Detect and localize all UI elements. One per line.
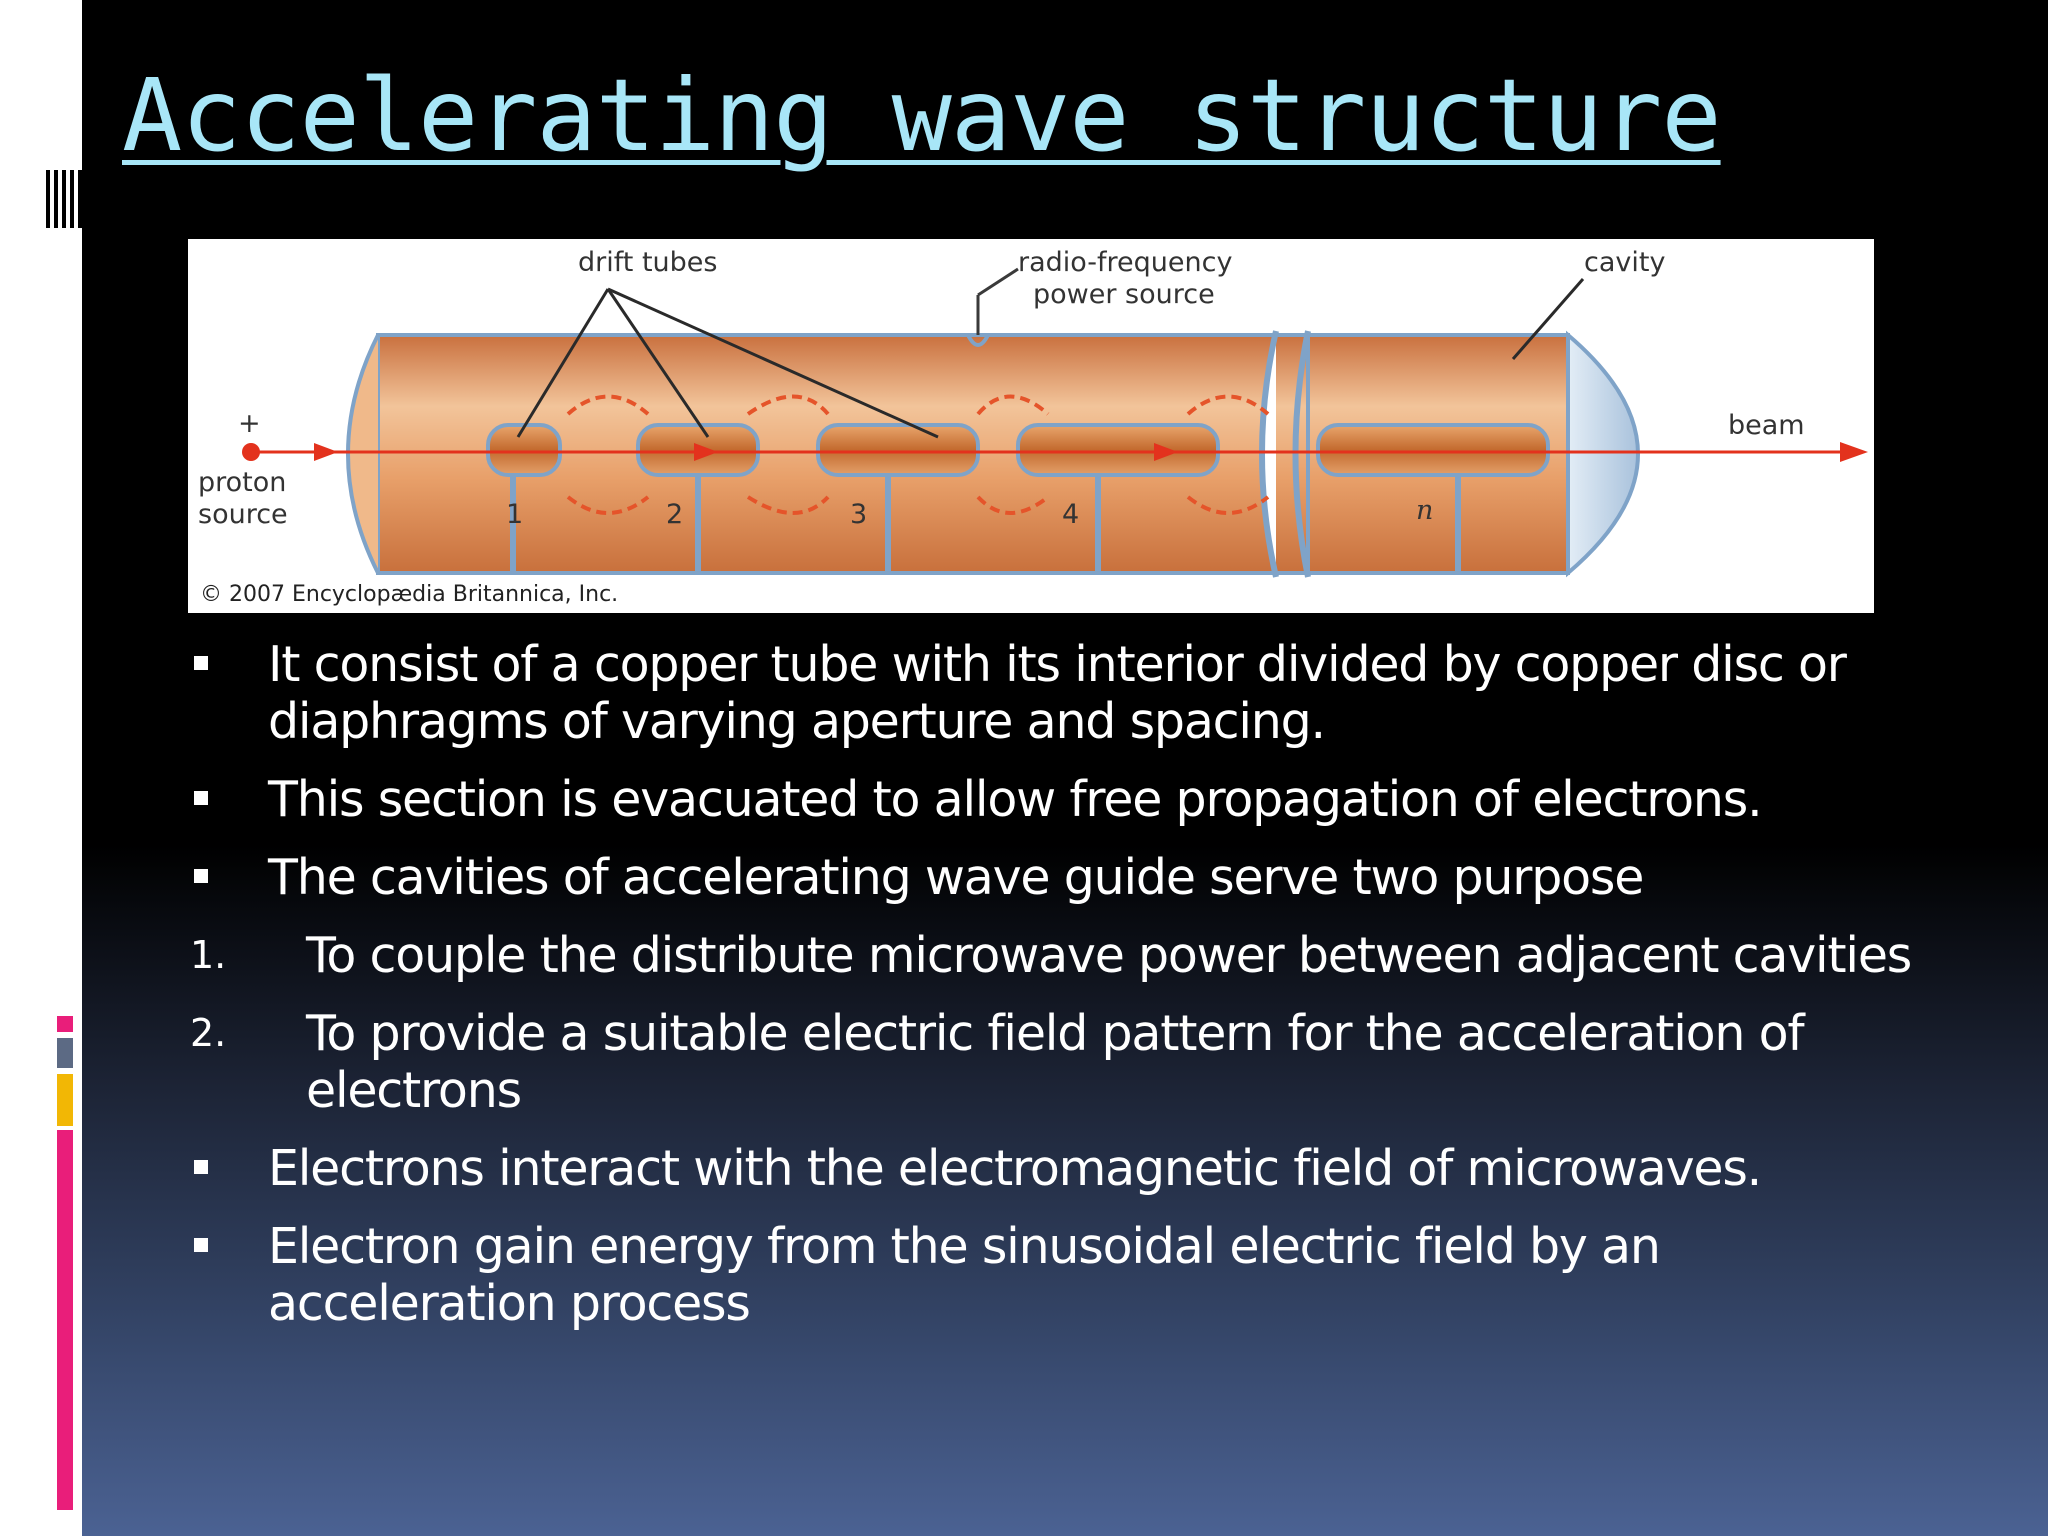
label-source: source xyxy=(198,499,288,530)
item-text: The cavities of accelerating wave guide … xyxy=(268,849,1644,906)
margin-stripes-decoration xyxy=(46,170,82,228)
label-rf-line1: radio-frequency xyxy=(1018,247,1232,278)
item-text: To provide a suitable electric field pat… xyxy=(306,1005,1805,1119)
item-number: 2. xyxy=(190,1011,227,1055)
field-arrows xyxy=(566,394,1270,515)
bullet-item: Electrons interact with the electromagne… xyxy=(180,1140,1920,1197)
bullet-item: It consist of a copper tube with its int… xyxy=(180,636,1920,750)
accent-bar-gray xyxy=(57,1038,73,1068)
item-number: 1. xyxy=(190,933,227,977)
accent-bar-pink-long xyxy=(57,1130,73,1510)
label-copyright: © 2007 Encyclopædia Britannica, Inc. xyxy=(200,582,618,607)
diagram-svg: drift tubes radio-frequency power source… xyxy=(198,247,1868,607)
bullet-square-icon xyxy=(194,791,208,805)
item-text: It consist of a copper tube with its int… xyxy=(268,636,1847,750)
label-tube-1: 1 xyxy=(506,499,523,530)
rf-source-connector xyxy=(966,267,1019,347)
beam-line xyxy=(242,442,1868,462)
bullet-square-icon xyxy=(194,869,208,883)
label-tube-4: 4 xyxy=(1062,499,1079,530)
accent-bar-gold xyxy=(57,1074,73,1126)
label-beam: beam xyxy=(1728,410,1805,441)
label-plus: + xyxy=(238,408,261,439)
bullet-item: Electron gain energy from the sinusoidal… xyxy=(180,1218,1920,1332)
label-drift-tubes: drift tubes xyxy=(578,247,717,278)
label-tube-2: 2 xyxy=(666,499,683,530)
item-text: Electron gain energy from the sinusoidal… xyxy=(268,1218,1661,1332)
left-margin-decoration xyxy=(0,0,82,1536)
label-cavity: cavity xyxy=(1584,247,1665,278)
bullet-item: This section is evacuated to allow free … xyxy=(180,771,1920,828)
item-text: This section is evacuated to allow free … xyxy=(268,771,1763,828)
item-text: Electrons interact with the electromagne… xyxy=(268,1140,1762,1197)
bullet-list: It consist of a copper tube with its int… xyxy=(180,636,1920,1353)
slide-title: Accelerating wave structure xyxy=(122,57,1722,174)
bullet-item: The cavities of accelerating wave guide … xyxy=(180,849,1920,906)
bullet-square-icon xyxy=(194,656,208,670)
item-text: To couple the distribute microwave power… xyxy=(306,927,1912,984)
numbered-item: 1. To couple the distribute microwave pow… xyxy=(180,927,1920,984)
accent-bar-pink xyxy=(57,1016,73,1032)
bullet-square-icon xyxy=(194,1160,208,1174)
label-proton: proton xyxy=(198,467,286,498)
leader-lines xyxy=(516,278,1585,439)
numbered-item: 2. To provide a suitable electric field p… xyxy=(180,1005,1920,1119)
label-tube-n: n xyxy=(1416,495,1433,526)
label-tube-3: 3 xyxy=(850,499,867,530)
label-rf-line2: power source xyxy=(1033,279,1215,310)
linear-accelerator-diagram: drift tubes radio-frequency power source… xyxy=(188,239,1874,613)
bullet-square-icon xyxy=(194,1238,208,1252)
drift-tubes xyxy=(486,423,1550,573)
